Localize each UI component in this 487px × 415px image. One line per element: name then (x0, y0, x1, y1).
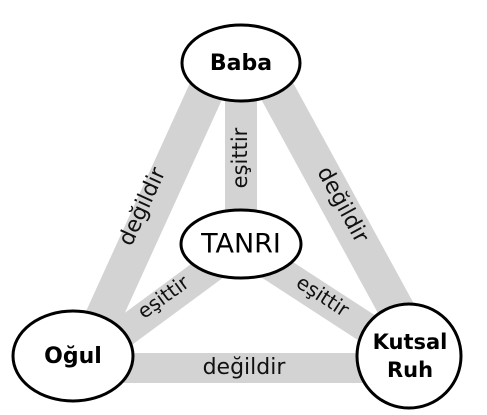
node-father-label: Baba (210, 51, 272, 76)
node-spirit-label-line2: Ruh (387, 358, 433, 382)
connector-father-spirit (254, 69, 421, 334)
connector-father-son (78, 70, 229, 343)
node-spirit: Kutsal Ruh (355, 302, 463, 410)
connector-spirit-god (261, 252, 379, 343)
node-son: Oğul (11, 309, 135, 403)
node-god: TANRI (179, 208, 303, 280)
connector-son-god (111, 252, 224, 348)
label-father-god: eşittir (228, 127, 252, 188)
node-father: Baba (180, 23, 302, 103)
node-son-label: Oğul (44, 344, 102, 369)
node-god-label: TANRI (200, 229, 281, 260)
node-spirit-label-line1: Kutsal (373, 330, 448, 354)
label-son-spirit: değildir (203, 355, 287, 380)
